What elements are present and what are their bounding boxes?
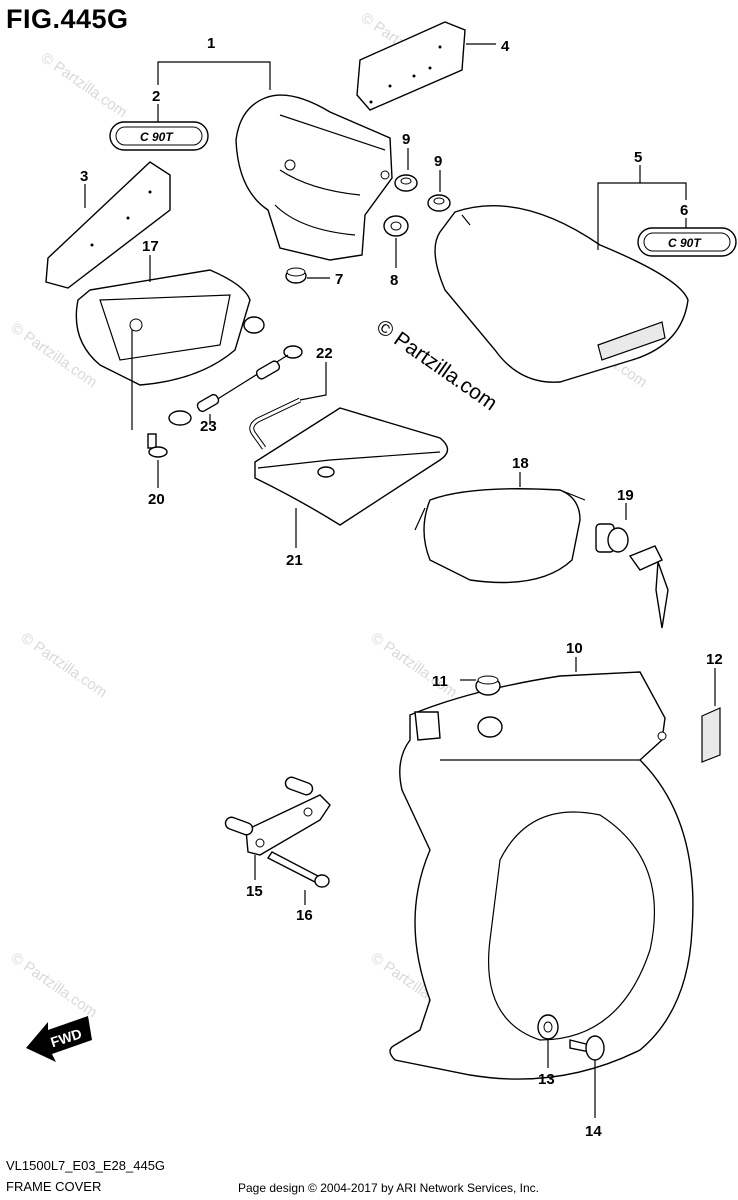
figure-name: FRAME COVER [6, 1179, 102, 1194]
emblem-text: C 90T [140, 130, 174, 144]
part-1-left-cover [235, 94, 393, 261]
callout-20: 20 [148, 491, 165, 508]
callout-10: 10 [566, 640, 583, 657]
part-9-grommet [427, 194, 451, 212]
copyright-text: Page design © 2004-2017 by ARI Network S… [238, 1181, 540, 1195]
callout-18: 18 [512, 455, 529, 472]
part-12-label [701, 707, 721, 763]
watermark: © Partzilla.com [18, 629, 111, 701]
callout-6: 6 [680, 202, 688, 219]
callout-group: 1 2 3 4 5 6 7 8 9 9 10 11 12 13 14 15 16… [80, 35, 723, 1140]
callout-3: 3 [80, 168, 88, 185]
callout-11: 11 [432, 673, 448, 690]
callout-1: 1 [207, 35, 215, 52]
model-code: VL1500L7_E03_E28_445G [6, 1158, 166, 1173]
figure-title: FIG.445G [6, 4, 129, 34]
emblem-text: C 90T [668, 236, 702, 250]
part-16-bolt [266, 851, 330, 888]
callout-9b: 9 [434, 153, 442, 170]
callout-21: 21 [286, 552, 303, 569]
watermark: © Partzilla.com [38, 49, 131, 121]
part-9-grommet [394, 174, 418, 192]
part-15-bracket [224, 776, 331, 856]
part-23-cable [168, 345, 303, 426]
callout-7: 7 [335, 271, 343, 288]
part-6-emblem: C 90T [637, 227, 737, 257]
part-7-cushion [285, 267, 307, 284]
watermark: © Partzilla.com [8, 949, 101, 1021]
callout-22: 22 [316, 345, 333, 362]
fwd-direction-arrow: FWD [26, 1016, 92, 1062]
part-10-large-cover [389, 671, 694, 1080]
part-8-grommet [383, 215, 409, 237]
part-19-lock [595, 523, 669, 629]
watermark: © Partzilla.com [368, 629, 461, 701]
callout-17: 17 [142, 238, 159, 255]
part-2-emblem: C 90T [109, 121, 209, 151]
callout-19: 19 [617, 487, 634, 504]
callout-23: 23 [200, 418, 217, 435]
callout-13: 13 [538, 1071, 555, 1088]
part-3-decal [45, 161, 171, 289]
callout-4: 4 [501, 38, 510, 55]
callout-15: 15 [246, 883, 263, 900]
part-18-housing [414, 488, 586, 584]
part-13-grommet [537, 1014, 559, 1040]
part-11-cushion [475, 675, 501, 696]
callout-16: 16 [296, 907, 313, 924]
leader-lines [84, 43, 716, 1118]
part-21-pouch [254, 407, 449, 526]
callout-5: 5 [634, 149, 642, 166]
callout-9: 9 [402, 131, 410, 148]
part-5-right-cover [434, 205, 689, 383]
callout-12: 12 [706, 651, 723, 668]
callout-2: 2 [152, 88, 160, 105]
part-17-box [75, 269, 265, 386]
part-14-screw [569, 1035, 605, 1061]
callout-8: 8 [390, 272, 398, 289]
callout-14: 14 [585, 1123, 602, 1140]
part-4-decal [356, 21, 466, 111]
part-22-hex-wrench [249, 397, 302, 450]
part-20-bolt [147, 433, 168, 458]
